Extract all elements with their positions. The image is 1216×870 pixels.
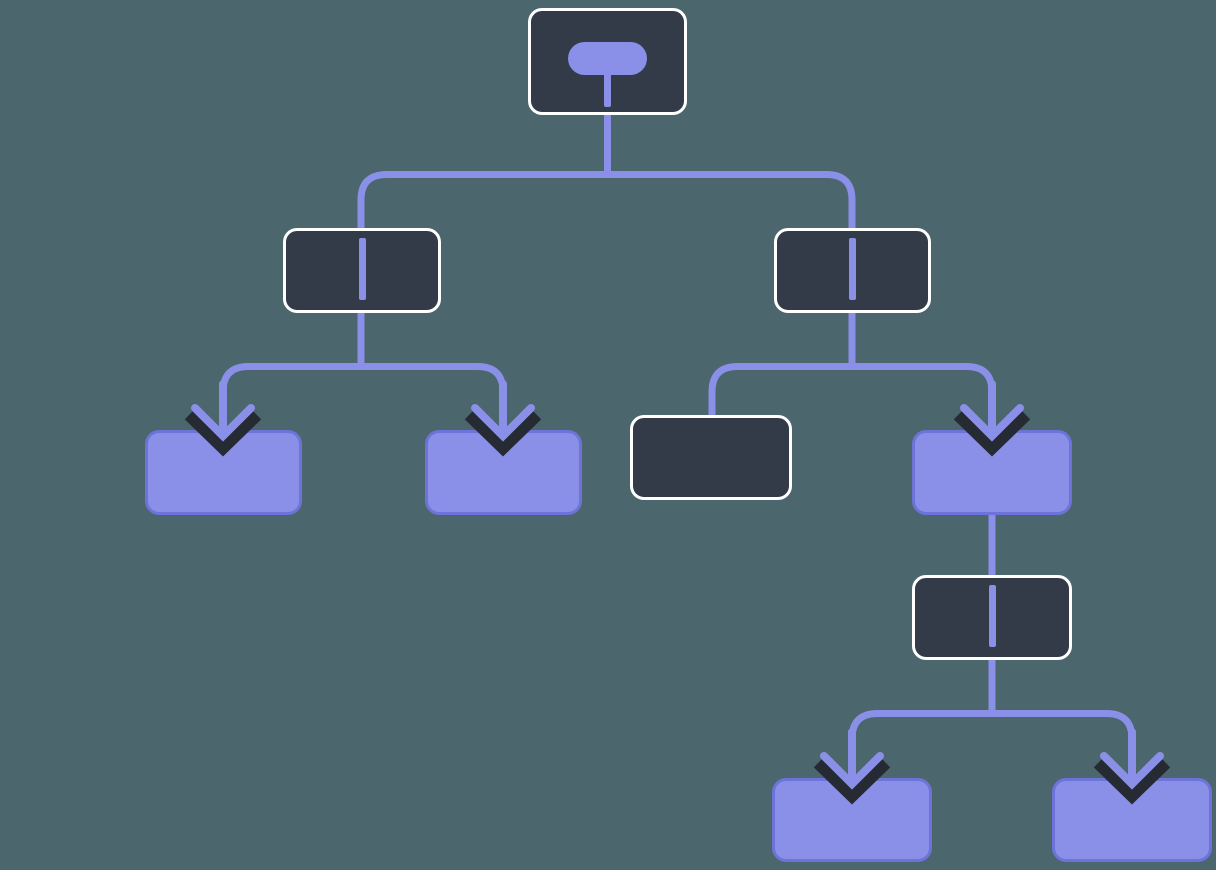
arrow-down-icon (184, 380, 262, 457)
arrow-down-icon (953, 380, 1031, 457)
root-pill-stem (604, 71, 611, 107)
node-through-line (988, 585, 996, 647)
arrow-down-icon (813, 728, 891, 805)
root-pill-icon (568, 42, 647, 75)
tree-node-branch-right (774, 228, 931, 313)
arrow-dark-chevron (813, 756, 891, 805)
arrow-purple-chevron (820, 728, 884, 790)
arrow-dark-chevron (1093, 756, 1171, 805)
arrow-purple-chevron (191, 380, 255, 442)
tree-node-branch-left (283, 228, 441, 313)
arrow-purple-chevron (960, 380, 1024, 442)
node-through-line (849, 238, 856, 300)
arrow-down-icon (464, 380, 542, 457)
arrow-dark-chevron (953, 408, 1031, 457)
tree-node-root (528, 8, 687, 115)
tree-node-dark-leaf (630, 415, 792, 500)
arrow-purple-chevron (1100, 728, 1164, 790)
arrow-purple-chevron (471, 380, 535, 442)
arrow-down-icon (1093, 728, 1171, 805)
connector-path (357, 171, 856, 232)
node-through-line (358, 238, 366, 300)
arrow-dark-chevron (464, 408, 542, 457)
arrow-dark-chevron (184, 408, 262, 457)
tree-node-branch-bottom (912, 575, 1072, 660)
